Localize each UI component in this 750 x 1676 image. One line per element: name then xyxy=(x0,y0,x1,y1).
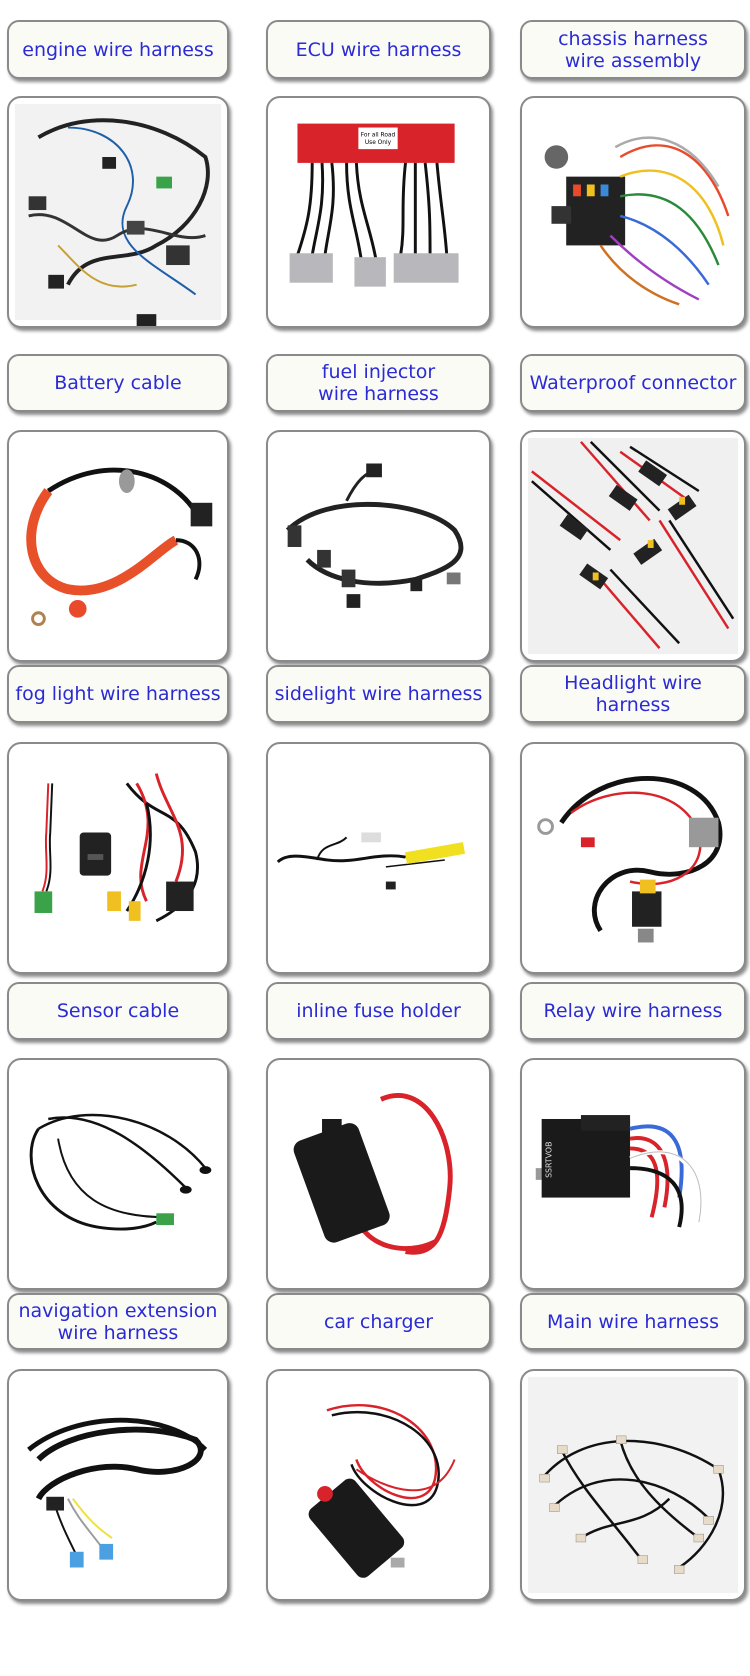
headlight-harness-photo xyxy=(520,742,746,974)
chassis-harness-photo xyxy=(520,96,746,328)
main-wire-harness-photo xyxy=(520,1369,746,1601)
label-waterproof-connector: Waterproof connector xyxy=(520,354,746,412)
waterproof-connector-photo xyxy=(520,430,746,662)
label-fog-light-harness: fog light wire harness xyxy=(7,665,229,723)
fog-light-harness-photo xyxy=(7,742,229,974)
inline-fuse-holder-photo xyxy=(266,1058,491,1290)
sidelight-harness-photo xyxy=(266,742,491,974)
car-charger-photo xyxy=(266,1369,491,1601)
sensor-cable-photo xyxy=(7,1058,229,1290)
label-navigation-extension: navigation extension wire harness xyxy=(7,1293,229,1350)
label-ecu-wire-harness: ECU wire harness xyxy=(266,20,491,79)
label-engine-wire-harness: engine wire harness xyxy=(7,20,229,79)
label-sidelight-harness: sidelight wire harness xyxy=(266,665,491,723)
label-battery-cable: Battery cable xyxy=(7,354,229,412)
svg-text:Use Only: Use Only xyxy=(365,140,392,146)
battery-cable-photo xyxy=(7,430,229,662)
label-chassis-harness: chassis harness wire assembly xyxy=(520,20,746,79)
engine-wire-harness-photo xyxy=(7,96,229,328)
ecu-sticker-text: For all Road xyxy=(361,132,396,138)
label-main-wire-harness: Main wire harness xyxy=(520,1293,746,1350)
label-headlight-harness: Headlight wire harness xyxy=(520,665,746,723)
relay-text: SSRTVOB xyxy=(544,1142,553,1178)
fuel-injector-harness-photo xyxy=(266,430,491,662)
relay-harness-photo: SSRTVOB xyxy=(520,1058,746,1290)
label-sensor-cable: Sensor cable xyxy=(7,982,229,1040)
label-inline-fuse-holder: inline fuse holder xyxy=(266,982,491,1040)
label-fuel-injector-harness: fuel injector wire harness xyxy=(266,354,491,412)
navigation-extension-photo xyxy=(7,1369,229,1601)
label-relay-harness: Relay wire harness xyxy=(520,982,746,1040)
label-car-charger: car charger xyxy=(266,1293,491,1350)
ecu-wire-harness-photo: For all Road Use Only xyxy=(266,96,491,328)
